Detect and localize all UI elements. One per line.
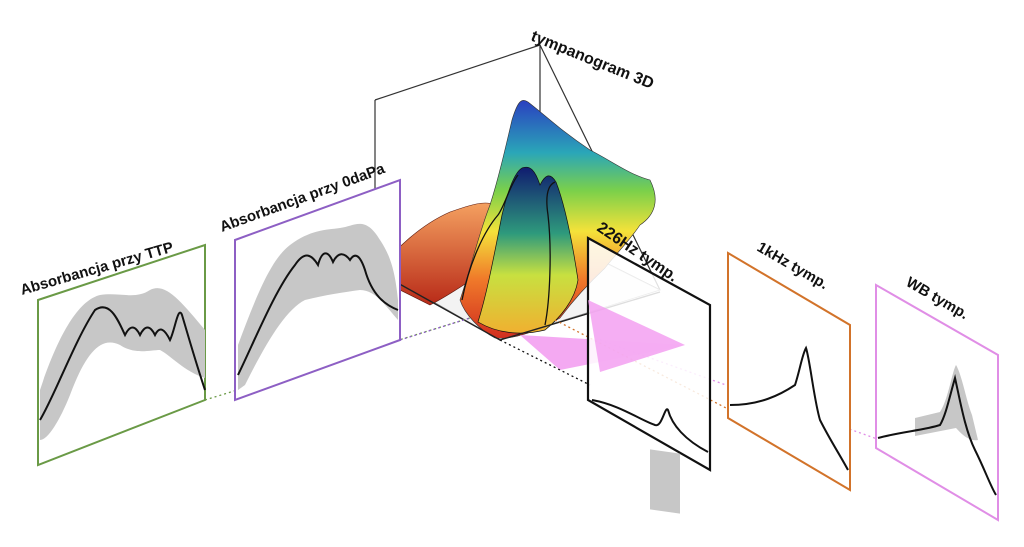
panel-wb: WB tymp. [875, 274, 999, 522]
surface-peak [477, 166, 579, 334]
surface-red-ridge [379, 202, 506, 306]
ttp-band [40, 288, 205, 440]
wb-band [915, 365, 978, 441]
panel-0dapa: Absorbancja przy 0daPa [218, 160, 401, 402]
0dapa-curve [237, 252, 399, 376]
wb-curve [877, 374, 997, 496]
panel-226hz: 226Hz tymp. [586, 219, 712, 514]
226hz-band [650, 449, 680, 514]
surface-slice-0dapa [461, 174, 519, 301]
1khz-curve [729, 345, 849, 471]
226hz-curve [591, 399, 709, 453]
ttp-curve [39, 306, 206, 421]
surface-slice-ttp [544, 181, 556, 326]
0dapa-band [238, 223, 398, 390]
panel-1khz: 1kHz tymp. [727, 239, 851, 492]
panel-ttp: Absorbancja przy TTP [18, 239, 206, 467]
